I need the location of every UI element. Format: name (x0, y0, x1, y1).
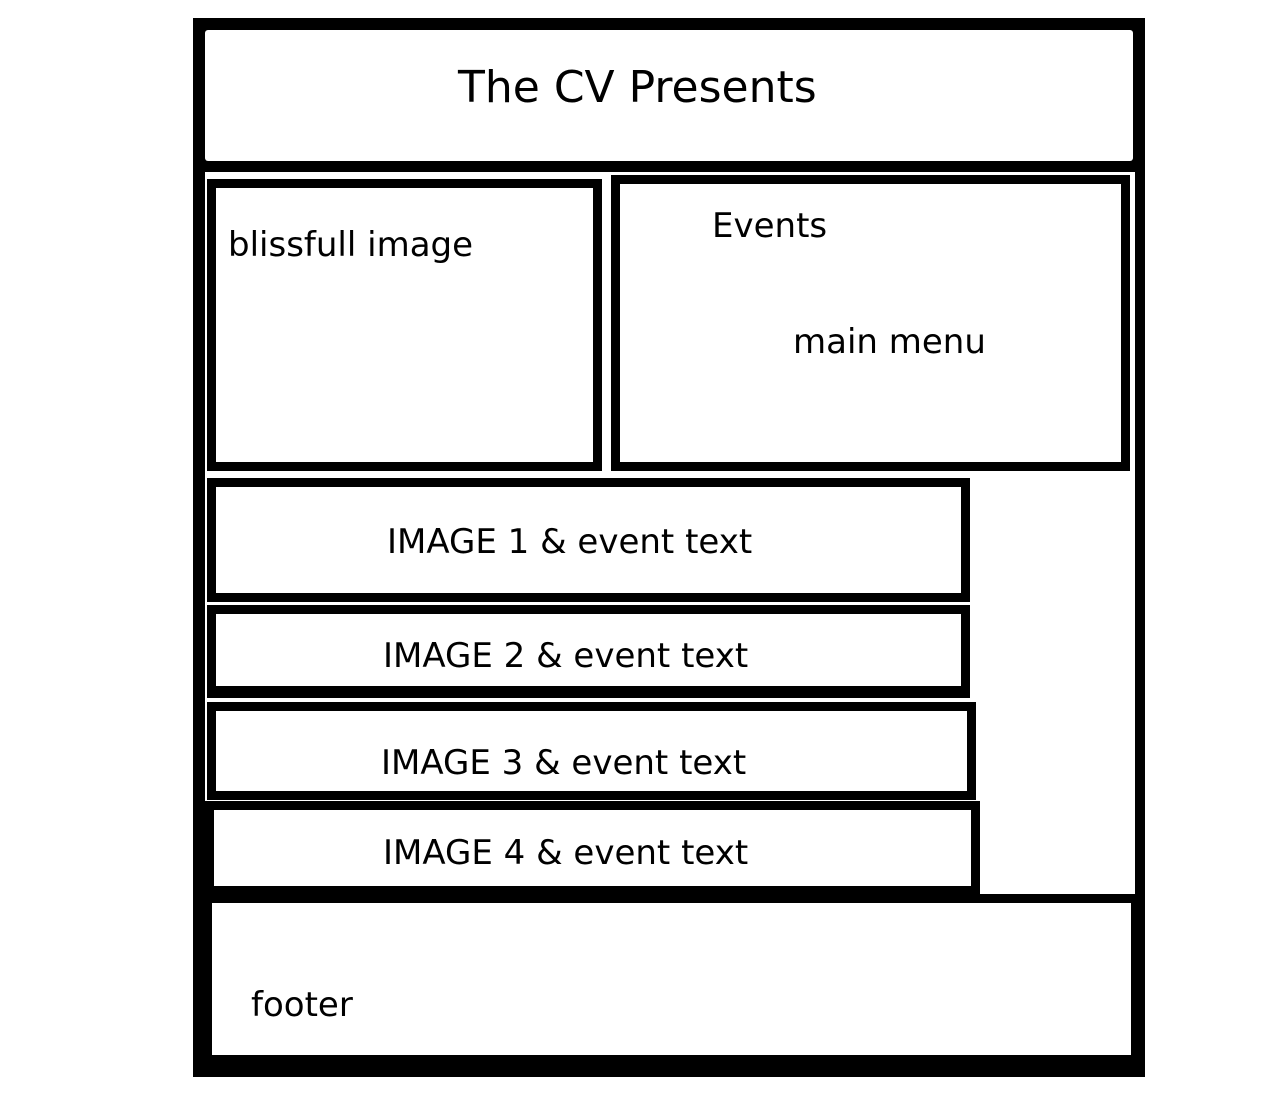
events-label: Events (712, 206, 828, 246)
event-box-3: IMAGE 3 & event text (207, 702, 976, 800)
main-menu-label: main menu (793, 322, 986, 362)
event-label-3: IMAGE 3 & event text (381, 743, 747, 783)
event-box-2: IMAGE 2 & event text (207, 605, 970, 698)
header-box: The CV Presents (205, 30, 1133, 161)
page-title: The CV Presents (458, 62, 817, 113)
events-menu-box: Events main menu (611, 175, 1130, 471)
event-box-1: IMAGE 1 & event text (207, 478, 970, 602)
event-label-1: IMAGE 1 & event text (387, 522, 753, 562)
footer-box: footer (203, 894, 1140, 1064)
event-label-4: IMAGE 4 & event text (383, 833, 749, 873)
event-box-4: IMAGE 4 & event text (205, 801, 980, 895)
blissful-image-label: blissfull image (228, 225, 474, 265)
event-label-2: IMAGE 2 & event text (383, 636, 749, 676)
footer-label: footer (251, 985, 353, 1025)
blissful-image-box: blissfull image (207, 179, 602, 471)
